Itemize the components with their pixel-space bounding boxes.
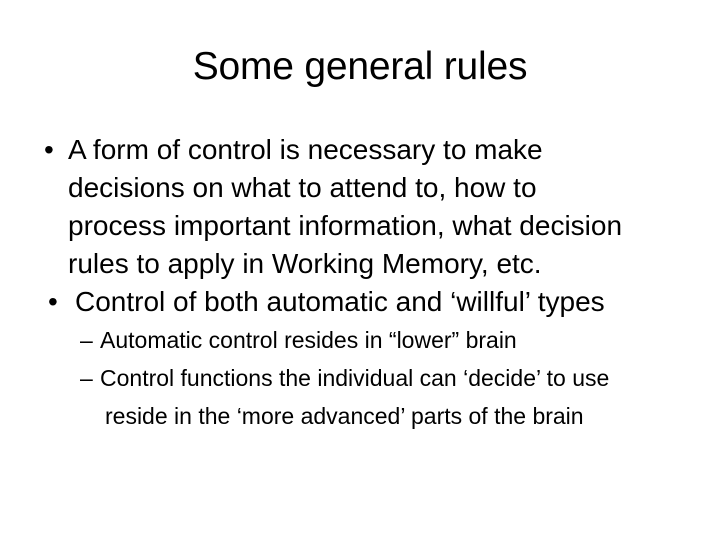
dash-marker-icon: – [80,327,93,353]
list-item: • A form of control is necessary to make… [30,131,700,283]
bullet-line: process important information, what deci… [68,210,623,241]
bullet-line: rules to apply in Working Memory, etc. [68,248,542,279]
list-item: • Control of both automatic and ‘willful… [30,283,700,321]
slide-body: • A form of control is necessary to make… [30,131,700,435]
dash-marker-icon: – [80,365,93,391]
list-item: – Control functions the individual can ‘… [30,359,700,435]
list-item: – Automatic control resides in “lower” b… [30,321,700,359]
bullet-marker-icon: • [44,134,54,165]
bullet-line: decisions on what to attend to, how to [68,172,537,203]
bullet-line: Control of both automatic and ‘willful’ … [75,286,605,317]
sub-bullet-line: Control functions the individual can ‘de… [100,365,610,391]
bullet-list-level1: • A form of control is necessary to make… [30,131,700,321]
sub-bullet-line: Automatic control resides in “lower” bra… [100,327,517,353]
page-title: Some general rules [192,45,528,88]
bullet-list-level2: – Automatic control resides in “lower” b… [30,321,700,435]
bullet-marker-icon: • [48,286,58,317]
sub-bullet-line: reside in the ‘more advanced’ parts of t… [105,403,584,429]
bullet-line: A form of control is necessary to make [68,134,543,165]
